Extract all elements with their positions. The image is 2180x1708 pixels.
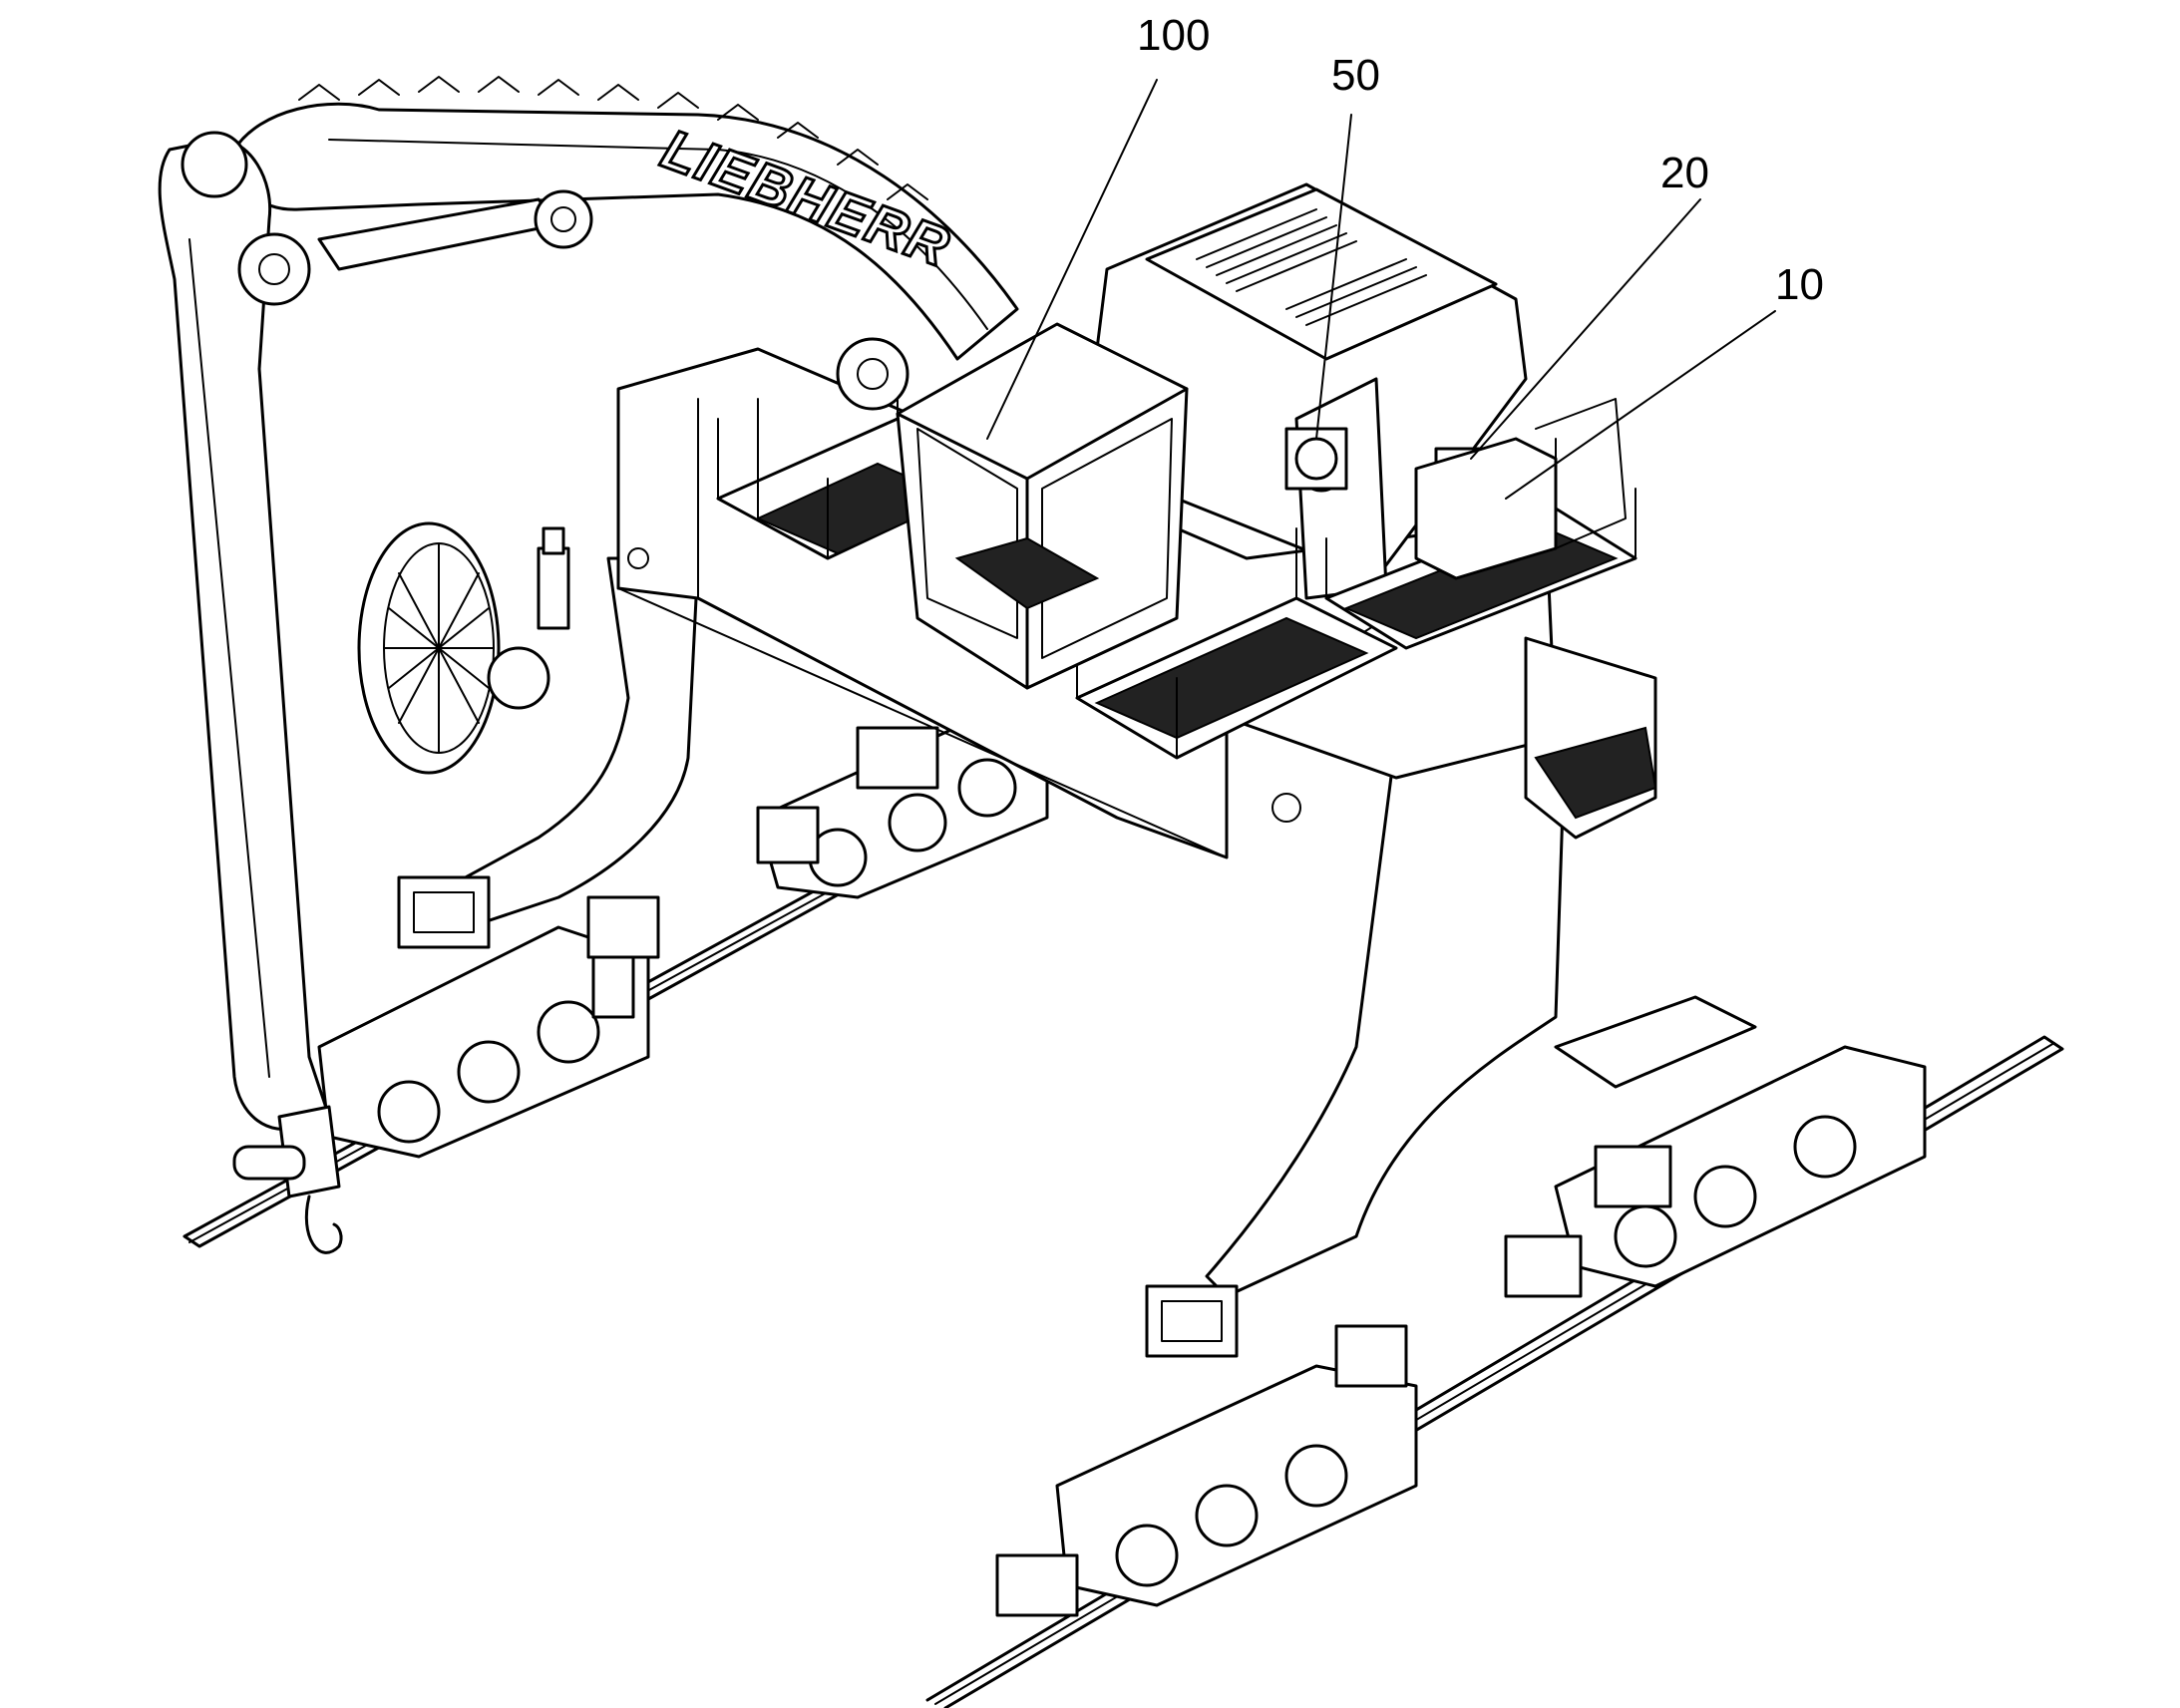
ref-label-10: 10 (1775, 260, 1824, 309)
bogie-right-rear (1504, 1045, 1927, 1298)
leader-20 (1470, 198, 1701, 460)
cable-reel (357, 521, 570, 775)
operator-cabin (896, 322, 1189, 690)
leader-10 (1505, 310, 1776, 500)
bogie-left-middle (756, 716, 1049, 899)
boom: LIEBHERR (232, 76, 1019, 411)
gantry-leg-right (995, 716, 1757, 1617)
walkway-center (1075, 527, 1398, 760)
stick-arm (158, 131, 343, 1254)
ref-label-100: 100 (1137, 11, 1210, 60)
ref-label-50: 50 (1331, 51, 1380, 100)
leader-lines (986, 79, 1776, 500)
ref-label-20: 20 (1660, 149, 1709, 197)
component-10 (1414, 398, 1627, 580)
gantry-leg-left (317, 556, 700, 1159)
leader-100 (986, 79, 1158, 440)
leader-50 (1315, 114, 1352, 440)
